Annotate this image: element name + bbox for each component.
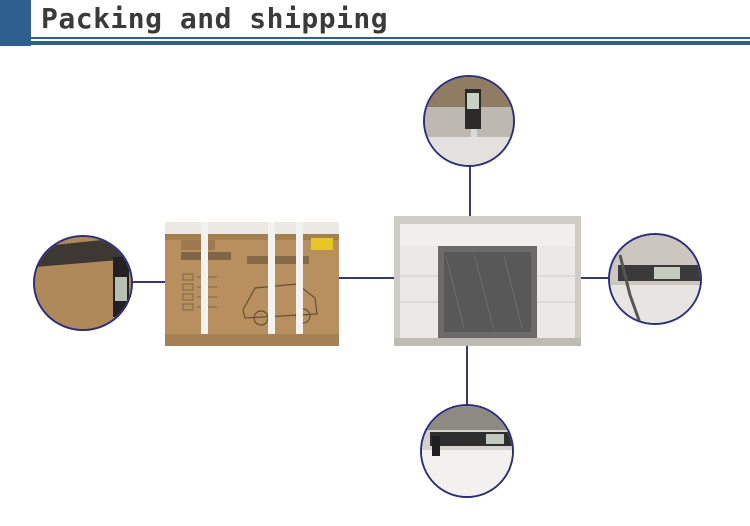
top-caliper-detail: [423, 75, 515, 167]
carton-photo: [165, 222, 339, 346]
caliper-icon: [610, 235, 700, 323]
fridge-image: [394, 216, 581, 346]
header-rule-thin: [31, 37, 750, 39]
caliper-icon: [425, 77, 513, 165]
header-accent-block: [0, 0, 31, 46]
fridge-photo: [394, 216, 581, 346]
connector-middle: [339, 277, 394, 279]
right-caliper-detail: [608, 233, 702, 325]
carton-image: [165, 222, 339, 346]
page-title: Packing and shipping: [41, 2, 389, 35]
caliper-icon: [35, 237, 131, 329]
connector-bottom: [466, 336, 468, 408]
bottom-caliper-detail: [420, 404, 514, 498]
left-caliper-detail: [33, 235, 133, 331]
connector-left: [131, 281, 166, 283]
caliper-icon: [422, 406, 512, 496]
header-rule-thick: [31, 41, 750, 45]
connector-top: [469, 164, 471, 226]
